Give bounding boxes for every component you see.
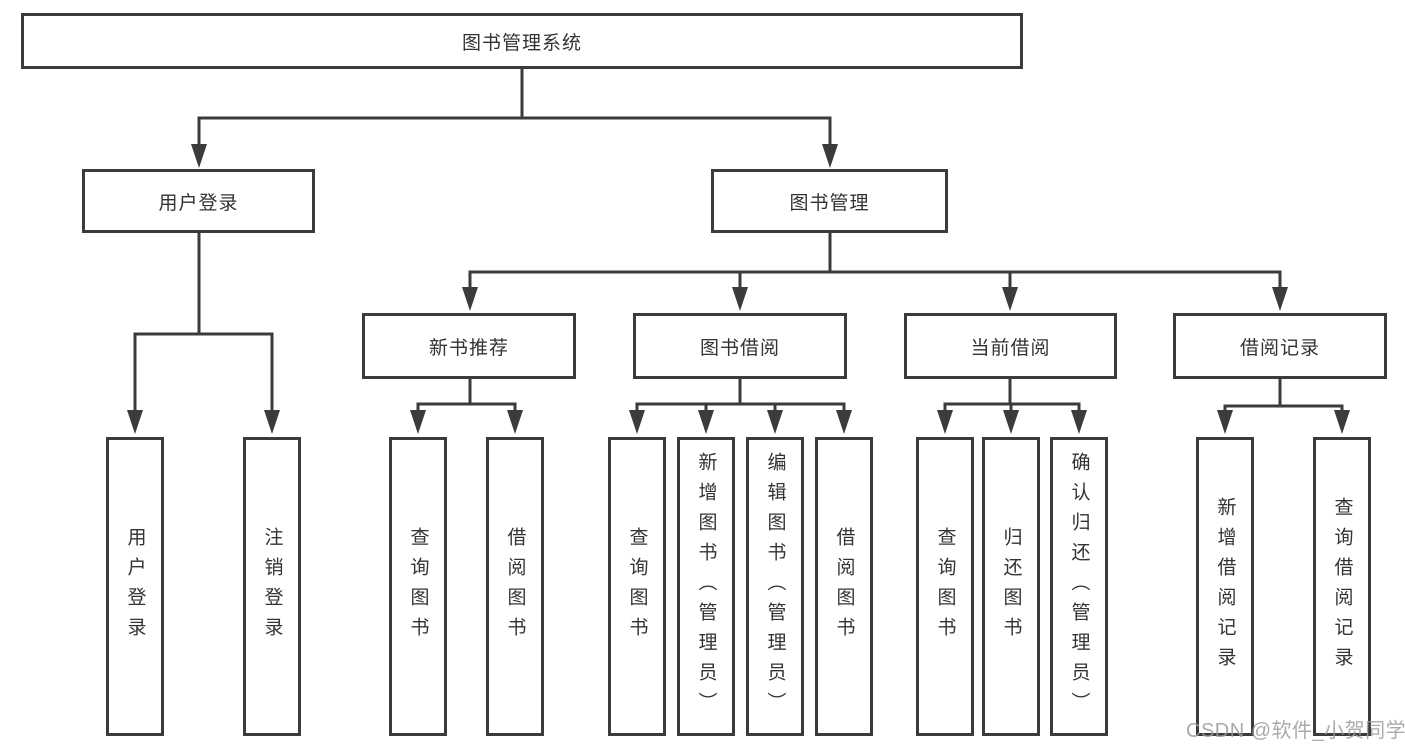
connector-path (133, 69, 1344, 414)
leaf-current-confirm-return-admin: 确认归还（管理员） (1050, 437, 1108, 736)
node-book-borrowing: 图书借阅 (633, 313, 847, 379)
node-user-login: 用户登录 (82, 169, 315, 233)
leaf-logout: 注销登录 (243, 437, 301, 736)
arrowhead-icon (191, 144, 207, 168)
leaf-recommend-query-books: 查询图书 (389, 437, 447, 736)
arrowhead-icon (1272, 287, 1288, 311)
arrowhead-icon (1071, 410, 1087, 434)
node-borrowing-records: 借阅记录 (1173, 313, 1387, 379)
arrowhead-icon (1002, 287, 1018, 311)
arrowhead-icon (822, 144, 838, 168)
arrowhead-icon (629, 410, 645, 434)
arrowhead-icon (264, 410, 280, 434)
arrowhead-icon (507, 410, 523, 434)
arrowhead-icon (1334, 410, 1350, 434)
arrowhead-icon (1217, 410, 1233, 434)
arrowhead-icon (127, 410, 143, 434)
arrowhead-icon (732, 287, 748, 311)
arrowheads (127, 144, 1350, 434)
leaf-user-login: 用户登录 (106, 437, 164, 736)
leaf-records-add-record: 新增借阅记录 (1196, 437, 1254, 736)
node-current-borrowing: 当前借阅 (904, 313, 1117, 379)
arrowhead-icon (462, 287, 478, 311)
arrowhead-icon (410, 410, 426, 434)
leaf-borrowing-query-books: 查询图书 (608, 437, 666, 736)
watermark: CSDN @软件_小贺同学 (1186, 720, 1405, 742)
arrowhead-icon (767, 410, 783, 434)
arrowhead-icon (937, 410, 953, 434)
node-library-management-system: 图书管理系统 (21, 13, 1023, 69)
leaf-current-query-books: 查询图书 (916, 437, 974, 736)
arrowhead-icon (1003, 410, 1019, 434)
leaf-recommend-borrow-books: 借阅图书 (486, 437, 544, 736)
leaf-records-query-record: 查询借阅记录 (1313, 437, 1371, 736)
leaf-borrowing-borrow-books: 借阅图书 (815, 437, 873, 736)
node-new-book-recommend: 新书推荐 (362, 313, 576, 379)
arrowhead-icon (698, 410, 714, 434)
leaf-borrowing-edit-books-admin: 编辑图书（管理员） (746, 437, 804, 736)
node-book-management: 图书管理 (711, 169, 948, 233)
arrowhead-icon (836, 410, 852, 434)
leaf-current-return-books: 归还图书 (982, 437, 1040, 736)
leaf-borrowing-add-books-admin: 新增图书（管理员） (677, 437, 735, 736)
